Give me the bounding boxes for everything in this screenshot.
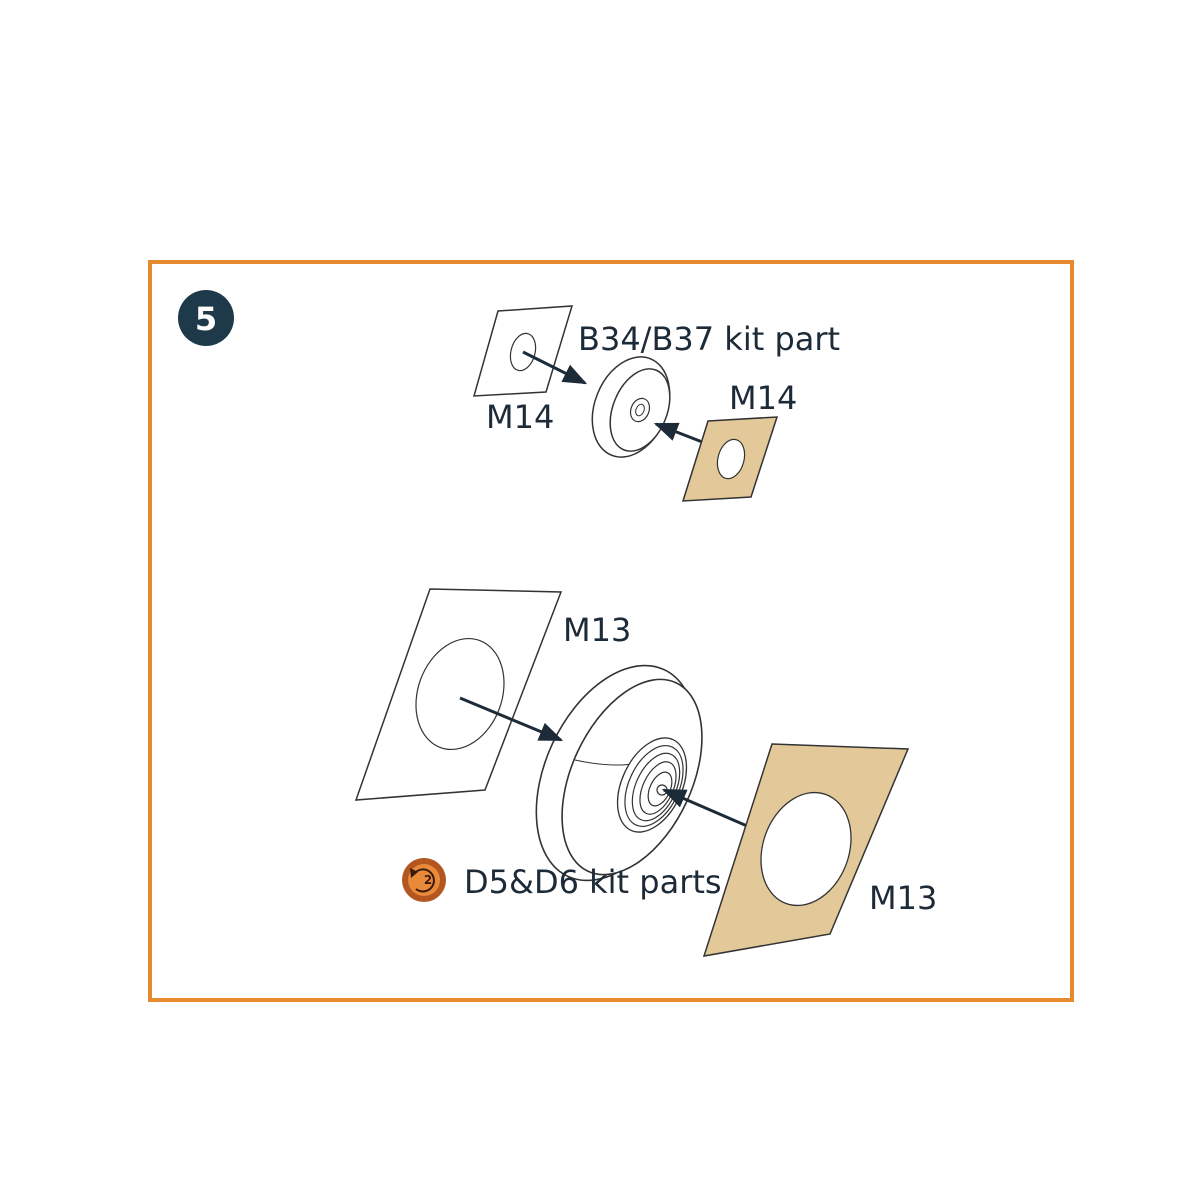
- replace-kit-part-icon: 2: [402, 858, 446, 902]
- top-mask-left-label: M14: [486, 398, 554, 436]
- kit-icon-glyph: 2: [424, 873, 432, 887]
- step-number: 5: [195, 300, 217, 338]
- top-mask-right: [681, 416, 779, 502]
- top-kit-part-label: B34/B37 kit part: [578, 320, 840, 358]
- bottom-mask-left: [354, 588, 563, 801]
- bottom-mask-right: [702, 743, 910, 957]
- top-mask-left: [472, 305, 574, 397]
- bottom-mask-left-label: M13: [563, 611, 631, 649]
- step-badge-circle: [178, 290, 234, 346]
- step-badge: 5: [178, 290, 234, 346]
- top-arrow-left: [522, 350, 588, 385]
- step-frame: [148, 260, 1074, 1002]
- bottom-mask-right-label: M13: [869, 879, 937, 917]
- bottom-kit-parts-label: D5&D6 kit parts: [464, 863, 722, 901]
- top-wheel: [591, 356, 671, 458]
- top-mask-right-label: M14: [729, 379, 797, 417]
- bottom-wheel: [535, 664, 703, 882]
- bottom-arrow-left: [459, 696, 564, 742]
